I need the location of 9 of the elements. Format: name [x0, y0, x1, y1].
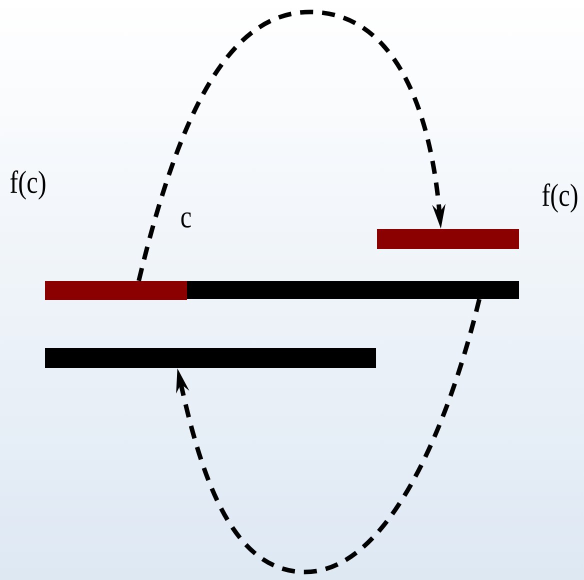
bar	[45, 348, 376, 368]
label: c	[181, 212, 191, 228]
label: f(c)	[542, 183, 578, 213]
bar	[187, 280, 519, 299]
bar	[45, 280, 187, 300]
dashed-arrow	[176, 298, 482, 574]
bar	[377, 228, 519, 249]
dashed-arrow	[136, 10, 446, 282]
label: f(c)	[10, 170, 46, 200]
